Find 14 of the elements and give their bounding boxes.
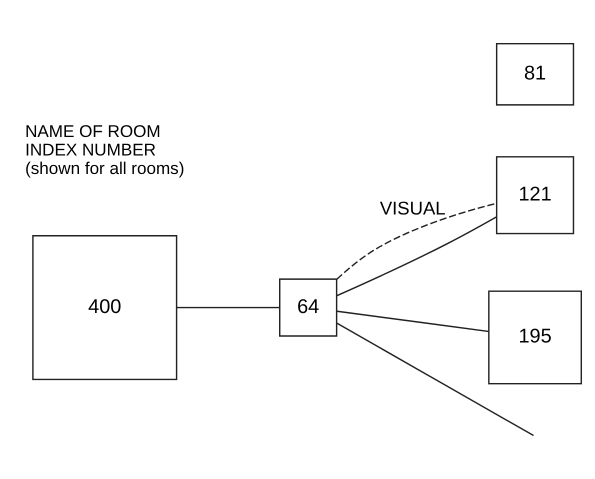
node-box: 121 (496, 156, 574, 234)
node-box: 400 (32, 234, 178, 380)
node-label: NAME OF ROOM (25, 122, 161, 141)
connector (336, 202, 496, 280)
connector (336, 322, 534, 436)
node-label: (shown for all rooms) (25, 158, 184, 178)
connector (176, 306, 280, 308)
node-label: INDEX NUMBER (25, 140, 156, 159)
node-box: 195 (488, 290, 582, 384)
connector (336, 216, 497, 296)
node-box: 81 (496, 42, 574, 106)
edge-label: VISUAL (380, 196, 446, 218)
connector (336, 310, 489, 332)
node-box: 64 (279, 278, 338, 336)
